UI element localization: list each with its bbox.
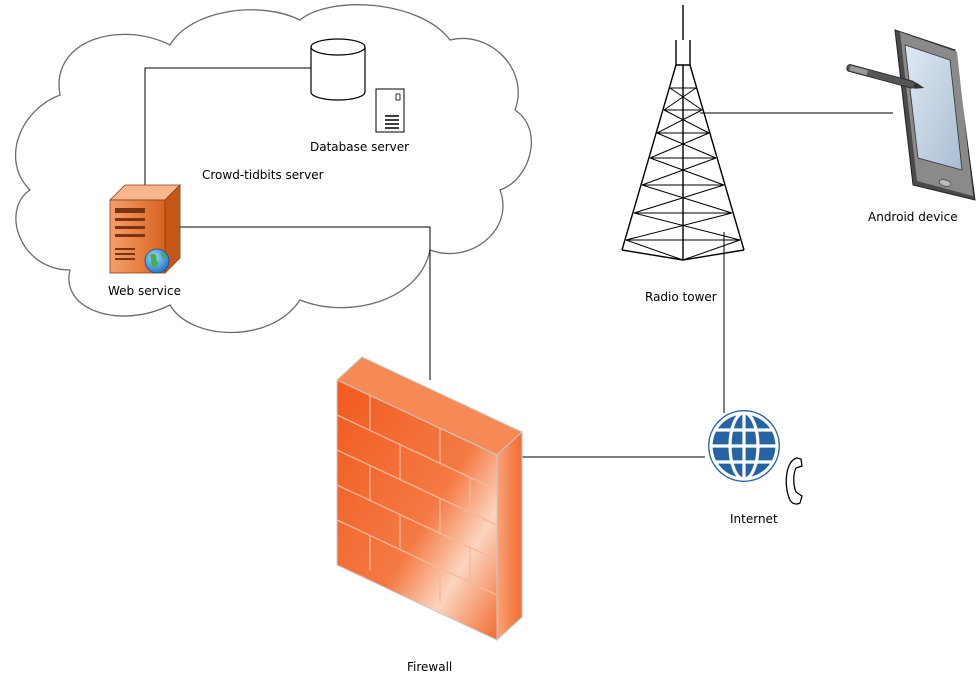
brick-wall-firewall-icon	[336, 356, 523, 642]
radio-tower-icon	[621, 5, 745, 261]
web-service-label: Web service	[108, 284, 181, 298]
crowd-tidbits-server-label: Crowd-tidbits server	[202, 168, 324, 182]
database-server-label: Database server	[310, 140, 410, 154]
tablet-with-stylus-icon	[846, 29, 976, 201]
telephone-handset-icon	[785, 457, 803, 505]
web-server-globe-icon	[109, 184, 181, 274]
line-web-to-firewall	[180, 226, 431, 380]
android-device-label: Android device	[868, 210, 958, 224]
radio-tower-label: Radio tower	[645, 290, 717, 304]
internet-label: Internet	[730, 512, 778, 526]
firewall-label: Firewall	[407, 660, 453, 674]
server-tower-icon	[375, 88, 405, 133]
connection-lines	[144, 67, 893, 458]
line-web-to-database	[144, 67, 312, 195]
database-cylinder-icon	[310, 38, 366, 101]
globe-icon	[708, 410, 780, 482]
